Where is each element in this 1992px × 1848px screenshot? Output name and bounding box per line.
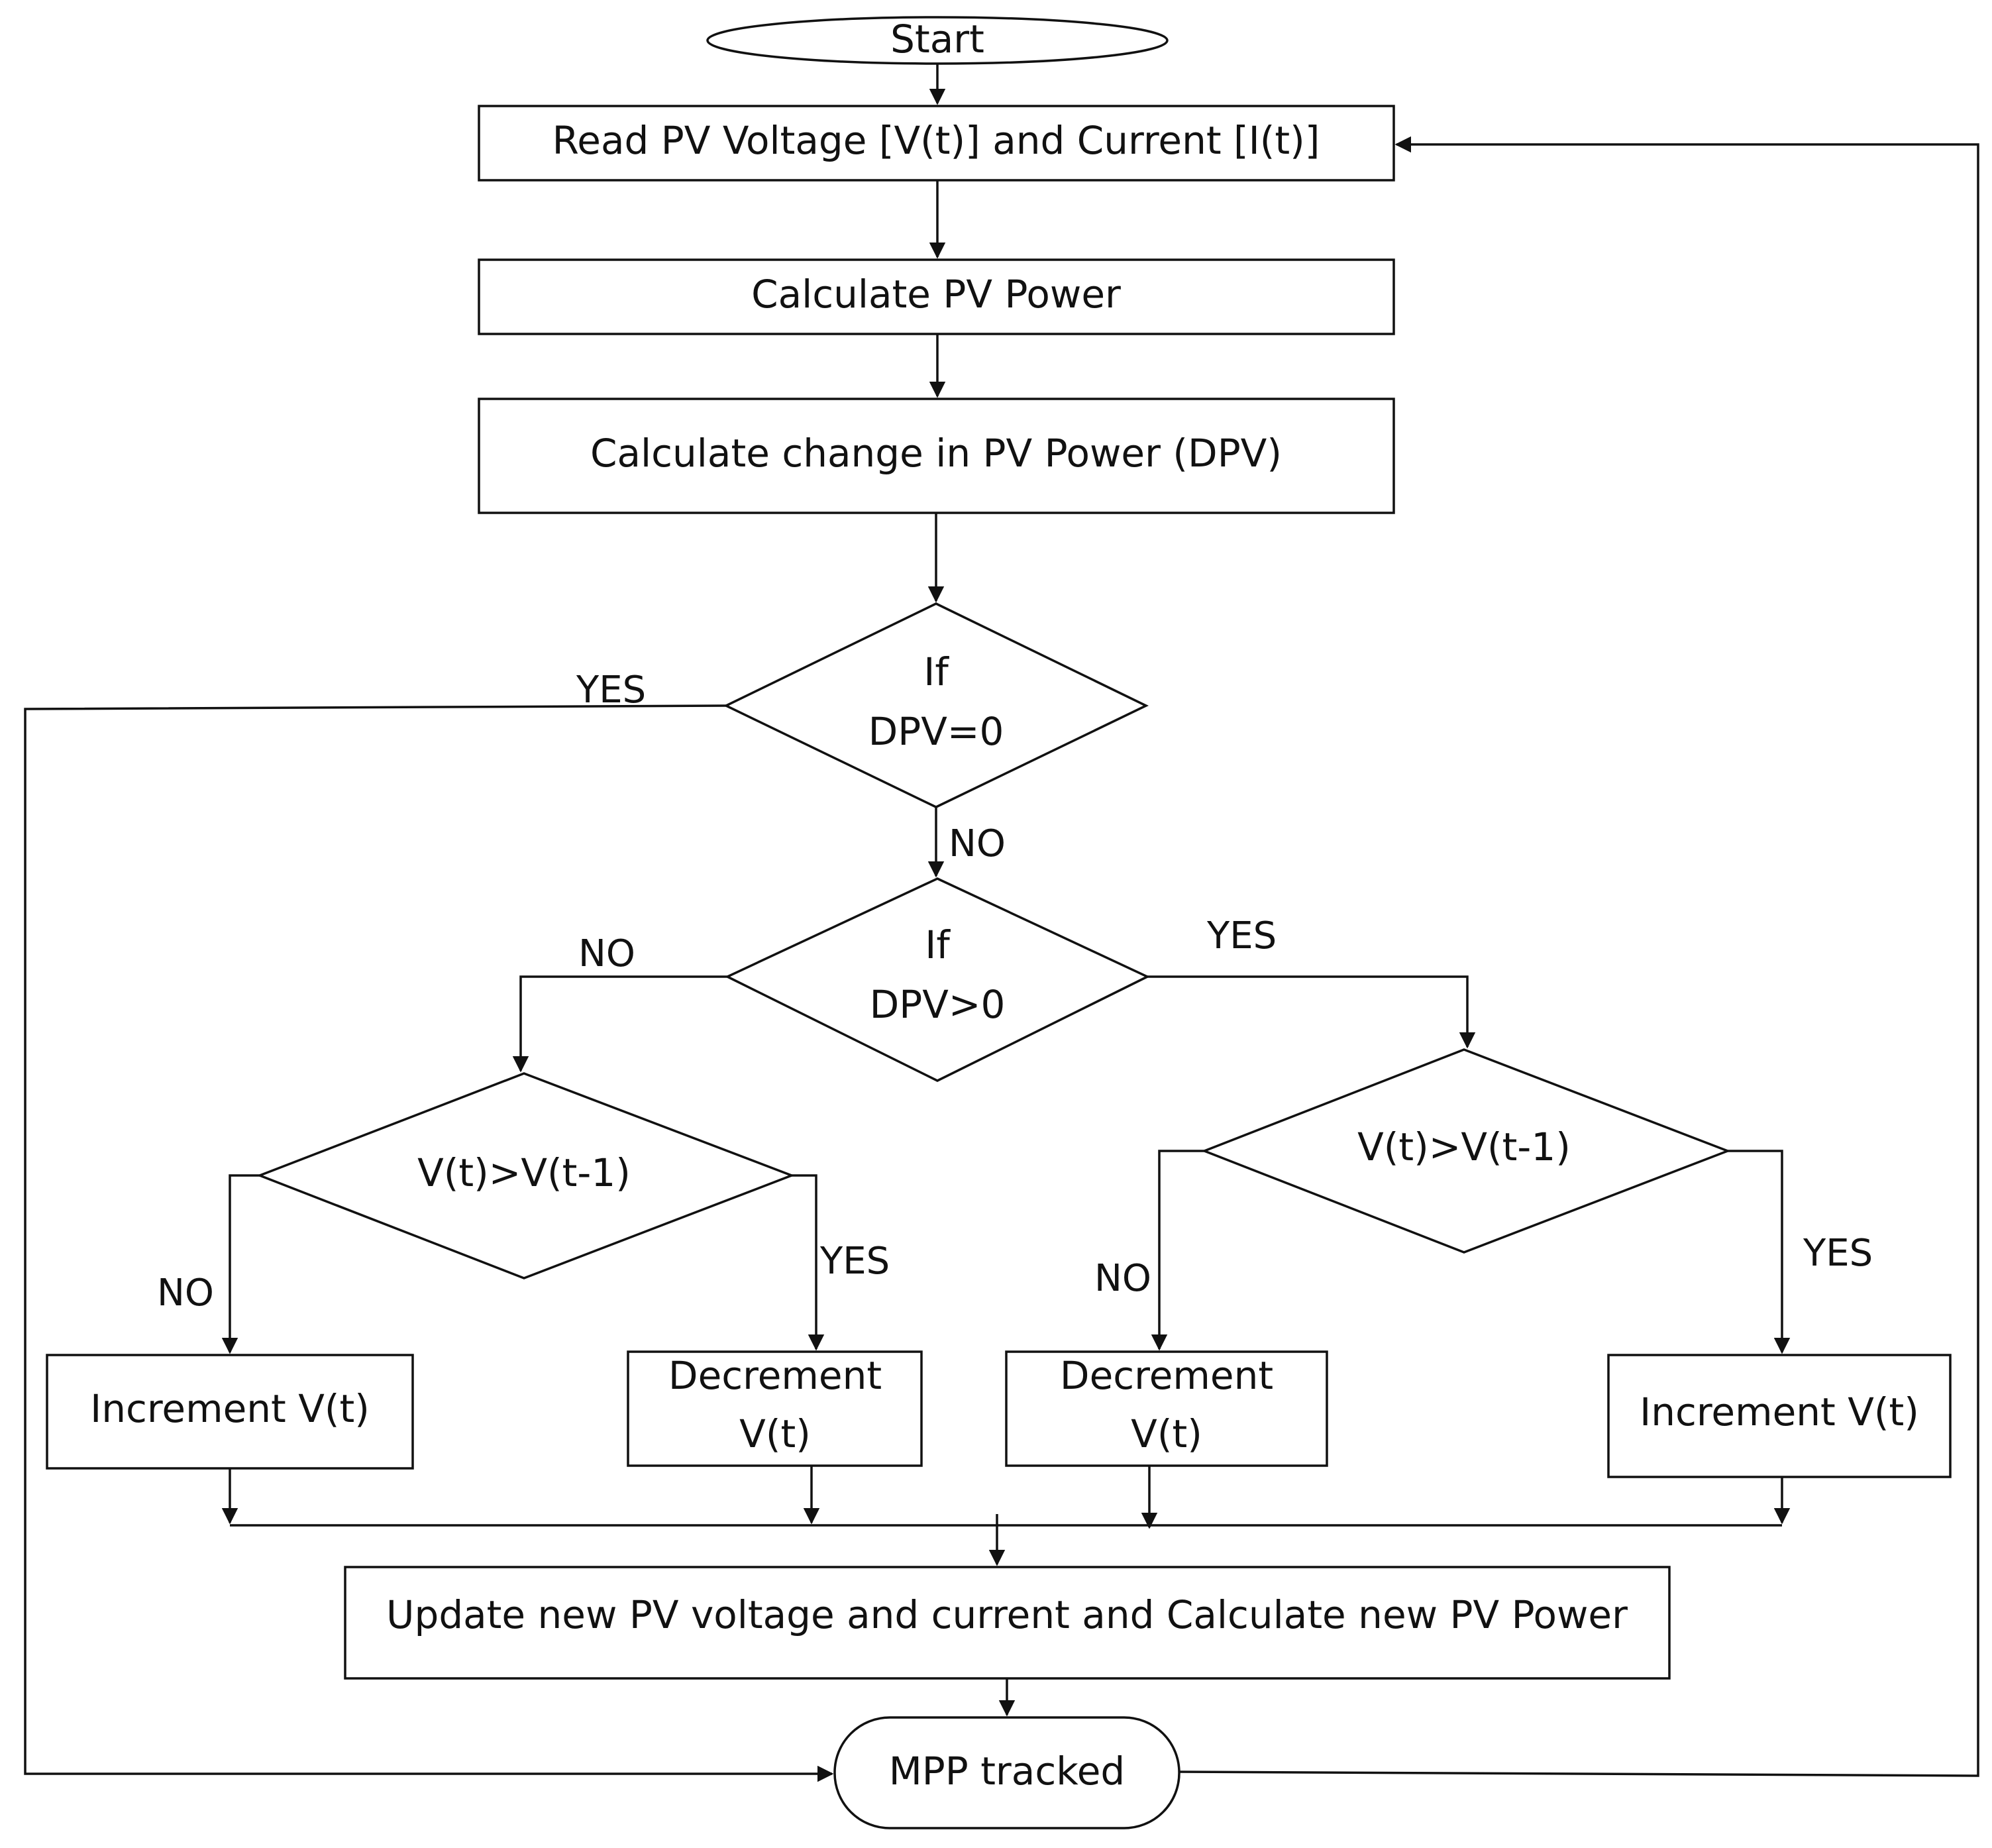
right-voltage-compare-decision: V(t)>V(t-1) <box>1201 1048 1731 1254</box>
label-right-compare-yes: YES <box>1803 1232 1873 1275</box>
increment-left-label: Increment V(t) <box>90 1386 370 1431</box>
label-dpv-positive-yes: YES <box>1206 914 1277 957</box>
edge-right-compare-no <box>1151 1150 1204 1351</box>
calc-power-label: Calculate PV Power <box>751 272 1121 317</box>
edge-dpv-zero-yes-to-mpp <box>24 704 834 1782</box>
decrement-left-line2: V(t) <box>739 1411 811 1456</box>
mpp-tracked-label: MPP tracked <box>889 1749 1125 1794</box>
decrement-left-line1: Decrement <box>668 1353 882 1398</box>
start-label: Start <box>890 17 984 62</box>
start-terminal: Start <box>706 16 1169 65</box>
edge-left-compare-no <box>221 1174 260 1354</box>
edge-right-compare-yes <box>1728 1150 1791 1354</box>
calc-power-box: Calculate PV Power <box>478 258 1395 335</box>
edge-mpp-loop-back-to-read <box>1179 136 1979 1777</box>
update-label: Update new PV voltage and current and Ca… <box>386 1592 1628 1637</box>
edge-dpv-positive-yes <box>1147 975 1476 1049</box>
label-dpv-positive-no: NO <box>578 932 635 975</box>
increment-right-box: Increment V(t) <box>1607 1354 1952 1478</box>
edge-left-compare-yes <box>792 1174 825 1351</box>
read-pv-box: Read PV Voltage [V(t)] and Current [I(t)… <box>478 105 1395 182</box>
left-voltage-compare-decision: V(t)>V(t-1) <box>256 1072 795 1279</box>
right-compare-label: V(t)>V(t-1) <box>1357 1124 1571 1169</box>
dpv-positive-decision: If DPV>0 <box>724 877 1151 1082</box>
dpv-zero-decision: If DPV=0 <box>723 602 1149 808</box>
decrement-right-line1: Decrement <box>1060 1353 1273 1398</box>
calc-change-label: Calculate change in PV Power (DPV) <box>590 431 1282 476</box>
update-box: Update new PV voltage and current and Ca… <box>344 1566 1671 1680</box>
label-right-compare-no: NO <box>1094 1257 1151 1300</box>
decrement-right-box: Decrement V(t) <box>1005 1350 1328 1467</box>
decrement-left-box: Decrement V(t) <box>627 1350 923 1467</box>
label-left-compare-yes: YES <box>819 1240 890 1283</box>
calc-change-box: Calculate change in PV Power (DPV) <box>478 398 1395 514</box>
edge-dpv-positive-no <box>512 975 727 1073</box>
increment-left-box: Increment V(t) <box>46 1354 414 1470</box>
decrement-right-line2: V(t) <box>1131 1411 1202 1456</box>
dpv-zero-line1: If <box>923 649 949 694</box>
mpp-tracked-terminal: MPP tracked <box>833 1716 1180 1829</box>
increment-right-label: Increment V(t) <box>1640 1389 1919 1435</box>
read-pv-label: Read PV Voltage [V(t)] and Current [I(t)… <box>552 118 1320 163</box>
dpv-positive-line2: DPV>0 <box>870 982 1006 1027</box>
label-left-compare-no: NO <box>157 1272 214 1315</box>
label-dpv-zero-no: NO <box>949 822 1006 865</box>
dpv-zero-line2: DPV=0 <box>868 709 1004 754</box>
left-compare-label: V(t)>V(t-1) <box>417 1150 631 1195</box>
dpv-positive-line1: If <box>925 922 951 967</box>
label-dpv-zero-yes: YES <box>576 669 646 712</box>
